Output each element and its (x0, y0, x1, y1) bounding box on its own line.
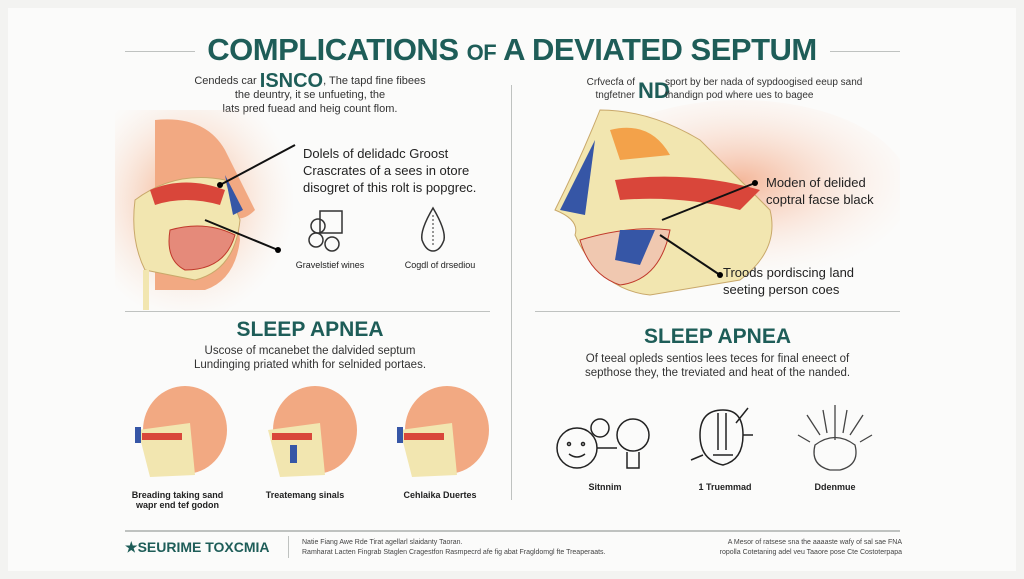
right-intro-big: ND (638, 78, 670, 103)
divider-left (125, 311, 490, 312)
head-profile-row (130, 385, 500, 485)
vertical-divider (511, 85, 512, 500)
head-profile-illustration (397, 386, 489, 477)
icon-caption: 1 Truemmad (698, 482, 752, 492)
head-profile-illustration (135, 386, 227, 477)
footer-note: Natie Fiang Awe Rde Tirat agellarl slaid… (302, 539, 606, 556)
section-text: Of teeal opleds sentios lees teces for f… (584, 353, 851, 379)
right-intro-post: sport by ber nada of sypdoogised eeup sa… (665, 77, 863, 101)
pointer-lines (204, 144, 296, 253)
icon-caption: Cogdl of drsediou (404, 260, 476, 270)
head-airway-icon (690, 407, 753, 466)
star-icon: ★ (125, 539, 138, 555)
section-heading-sleep-apnea: SLEEP APNEA (643, 325, 792, 348)
pointer-lines (659, 180, 758, 278)
icon-caption: Sitnnim (588, 482, 622, 492)
profile-caption: Breading taking sand wapr end tef godon (131, 490, 224, 510)
nasal-anatomy-illustration (115, 110, 295, 310)
footer-rule (125, 530, 900, 532)
section-heading-sleep-apnea: SLEEP APNEA (236, 318, 384, 341)
profile-caption: Cehlaika Duertes (403, 490, 477, 500)
footer-right-note: A Mesor of ratsese sna the aaaaste wafy … (719, 539, 902, 556)
left-intro: Cendeds car ISNCO, The tapd fine fibees … (194, 70, 426, 115)
right-intro-pre: Crfvecfa of tngfetner (586, 77, 635, 101)
page-title: COMPLICATIONS OF A DEVIATED SEPTUM (207, 32, 817, 67)
leaf-drop-icon (420, 206, 446, 252)
title-rule-left (125, 51, 195, 52)
profile-caption: Treatemang sinals (265, 490, 345, 500)
faces-icon (556, 418, 650, 469)
cells-icon (308, 210, 343, 252)
footer-brand: ★SEURIME TOXCMIA (125, 539, 270, 555)
burst-icon (797, 405, 873, 471)
title-rule-right (830, 51, 900, 52)
icon-caption: Ddenmue (814, 482, 856, 492)
footer-divider (288, 536, 289, 558)
head-profile-illustration (268, 386, 357, 477)
divider-right (535, 311, 900, 312)
icon-caption: Gravelstief wines (295, 260, 365, 270)
